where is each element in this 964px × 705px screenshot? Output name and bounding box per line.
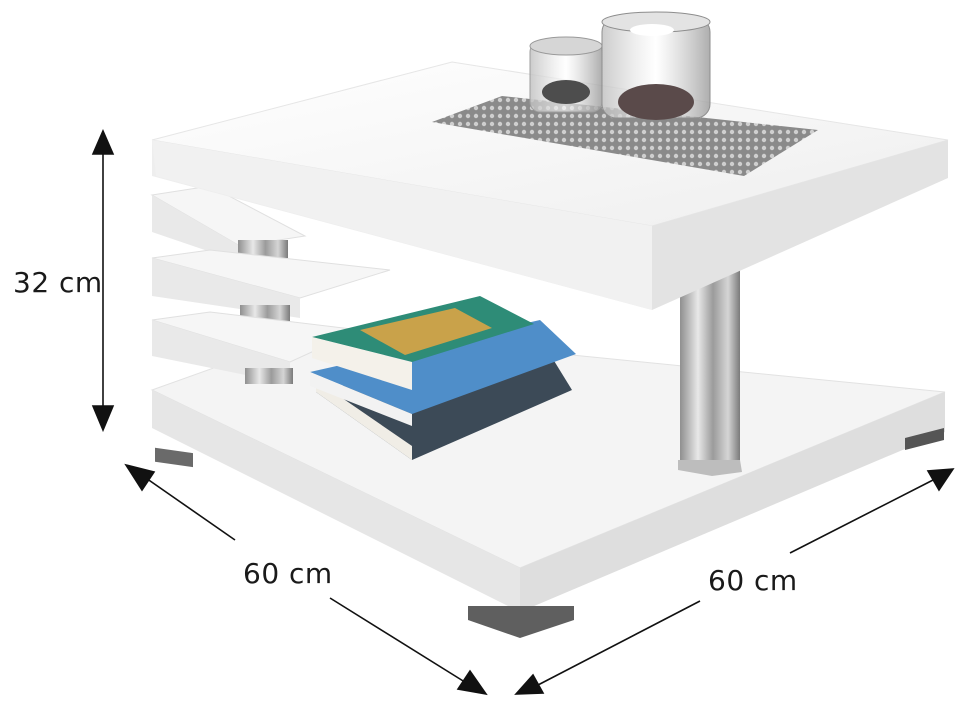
foot-right [905, 428, 944, 450]
grid-inlay [432, 96, 818, 176]
book-stack [310, 296, 576, 460]
width-dimension-label: 60 cm [708, 564, 798, 597]
foot-left [155, 447, 193, 468]
table-top [151, 61, 949, 310]
foot-front [468, 606, 574, 638]
stacked-side-slabs [150, 185, 391, 384]
glass-candle-holders [529, 11, 711, 120]
width-arrow [514, 468, 955, 695]
height-arrow [91, 128, 115, 433]
height-dimension-label: 32 cm [13, 266, 103, 299]
depth-dimension-label: 60 cm [243, 557, 333, 590]
depth-arrow [124, 463, 488, 696]
